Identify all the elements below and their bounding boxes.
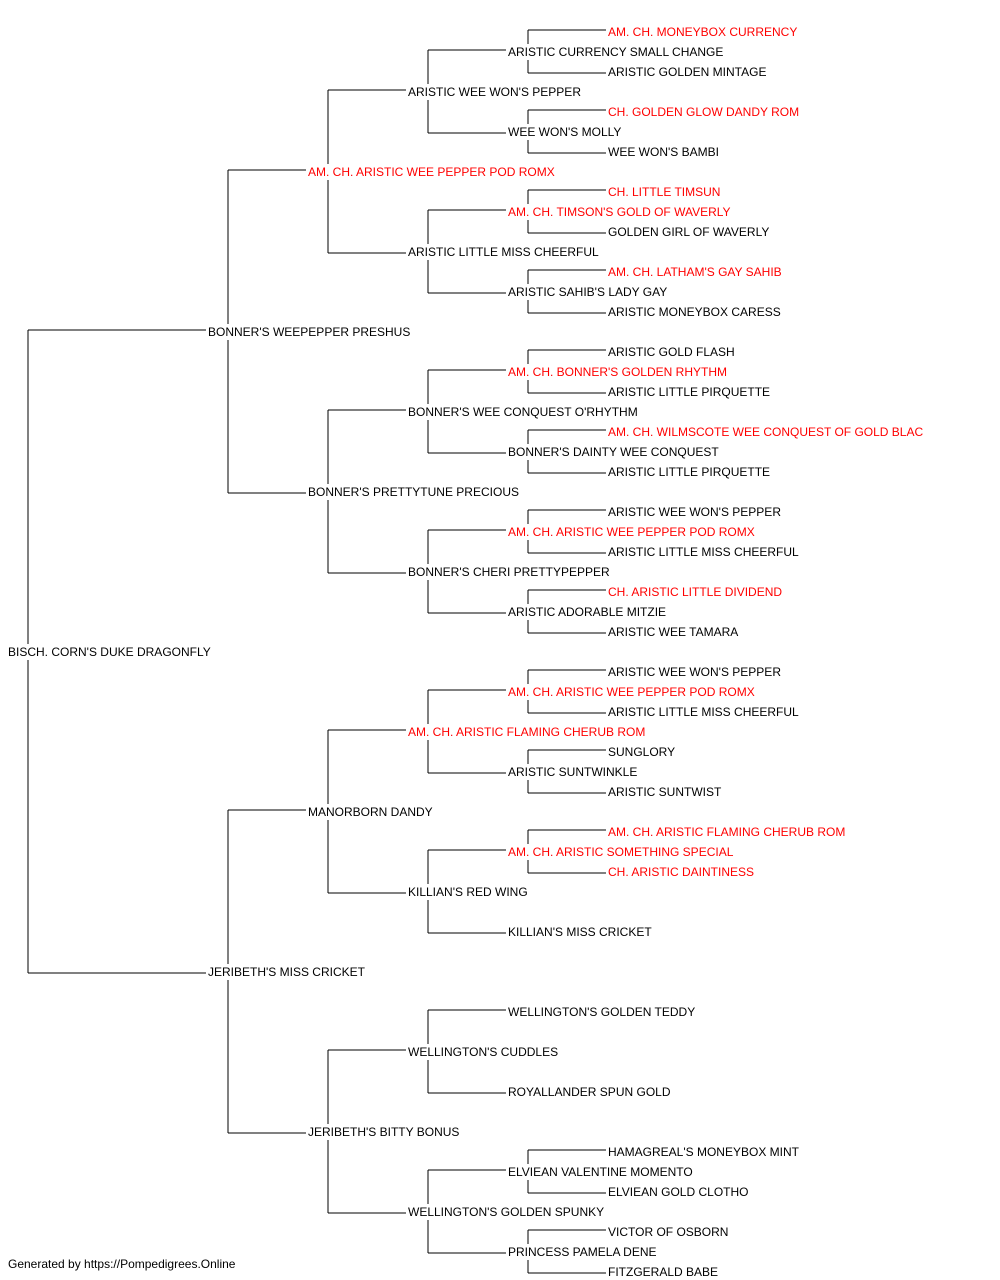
sire-name: CH. LITTLE TIMSUN [608, 185, 720, 199]
sire-name: BONNER'S WEE CONQUEST O'RHYTHM [408, 405, 638, 419]
dam-name: FITZGERALD BABE [608, 1265, 718, 1279]
dam-name: CH. ARISTIC DAINTINESS [608, 865, 754, 879]
dam-name: KILLIAN'S RED WING [408, 885, 528, 899]
dam-name: ARISTIC WEE TAMARA [608, 625, 738, 639]
dam-name: ARISTIC LITTLE MISS CHEERFUL [408, 245, 599, 259]
sire-name: BONNER'S WEEPEPPER PRESHUS [208, 325, 410, 339]
dam-name: BONNER'S CHERI PRETTYPEPPER [408, 565, 610, 579]
sire-name: ARISTIC CURRENCY SMALL CHANGE [508, 45, 723, 59]
sire-name: WELLINGTON'S GOLDEN TEDDY [508, 1005, 695, 1019]
dam-name: ARISTIC LITTLE MISS CHEERFUL [608, 705, 799, 719]
dam-name: JERIBETH'S BITTY BONUS [308, 1125, 459, 1139]
sire-name: AM. CH. ARISTIC WEE PEPPER POD ROMX [508, 685, 755, 699]
sire-name: AM. CH. TIMSON'S GOLD OF WAVERLY [508, 205, 731, 219]
dam-name: PRINCESS PAMELA DENE [508, 1245, 657, 1259]
sire-name: AM. CH. BONNER'S GOLDEN RHYTHM [508, 365, 727, 379]
sire-name: AM. CH. WILMSCOTE WEE CONQUEST OF GOLD B… [608, 425, 923, 439]
dam-name: ELVIEAN GOLD CLOTHO [608, 1185, 748, 1199]
sire-name: AM. CH. ARISTIC WEE PEPPER POD ROMX [308, 165, 555, 179]
dam-name: JERIBETH'S MISS CRICKET [208, 965, 366, 979]
sire-name: AM. CH. LATHAM'S GAY SAHIB [608, 265, 782, 279]
dam-name: ARISTIC ADORABLE MITZIE [508, 605, 666, 619]
footer-credit: Generated by https://Pompedigrees.Online [8, 1257, 236, 1271]
dam-name: ARISTIC LITTLE PIRQUETTE [608, 465, 770, 479]
dam-name: ARISTIC SUNTWIST [608, 785, 722, 799]
dam-name: ARISTIC LITTLE PIRQUETTE [608, 385, 770, 399]
sire-name: AM. CH. ARISTIC WEE PEPPER POD ROMX [508, 525, 755, 539]
dam-name: ARISTIC LITTLE MISS CHEERFUL [608, 545, 799, 559]
dam-name: ROYALLANDER SPUN GOLD [508, 1085, 671, 1099]
sire-name: ARISTIC WEE WON'S PEPPER [408, 85, 581, 99]
sire-name: ARISTIC GOLD FLASH [608, 345, 735, 359]
dam-name: WEE WON'S BAMBI [608, 145, 719, 159]
sire-name: AM. CH. ARISTIC SOMETHING SPECIAL [508, 845, 734, 859]
sire-name: ELVIEAN VALENTINE MOMENTO [508, 1165, 693, 1179]
sire-name: WELLINGTON'S CUDDLES [408, 1045, 558, 1059]
dam-name: ARISTIC SUNTWINKLE [508, 765, 637, 779]
subject-name: BISCH. CORN'S DUKE DRAGONFLY [8, 645, 211, 659]
sire-name: CH. GOLDEN GLOW DANDY ROM [608, 105, 799, 119]
sire-name: ARISTIC WEE WON'S PEPPER [608, 665, 781, 679]
dam-name: GOLDEN GIRL OF WAVERLY [608, 225, 769, 239]
sire-name: ARISTIC WEE WON'S PEPPER [608, 505, 781, 519]
dam-name: ARISTIC GOLDEN MINTAGE [608, 65, 766, 79]
sire-name: SUNGLORY [608, 745, 675, 759]
dam-name: WEE WON'S MOLLY [508, 125, 621, 139]
dam-name: BONNER'S DAINTY WEE CONQUEST [508, 445, 719, 459]
dam-name: BONNER'S PRETTYTUNE PRECIOUS [308, 485, 519, 499]
dam-name: ARISTIC MONEYBOX CARESS [608, 305, 781, 319]
sire-name: AM. CH. MONEYBOX CURRENCY [608, 25, 797, 39]
sire-name: MANORBORN DANDY [308, 805, 433, 819]
sire-name: AM. CH. ARISTIC FLAMING CHERUB ROM [408, 725, 645, 739]
sire-name: VICTOR OF OSBORN [608, 1225, 728, 1239]
dam-name: WELLINGTON'S GOLDEN SPUNKY [408, 1205, 604, 1219]
dam-name: ARISTIC SAHIB'S LADY GAY [508, 285, 667, 299]
sire-name: CH. ARISTIC LITTLE DIVIDEND [608, 585, 782, 599]
sire-name: AM. CH. ARISTIC FLAMING CHERUB ROM [608, 825, 845, 839]
dam-name: KILLIAN'S MISS CRICKET [508, 925, 652, 939]
sire-name: HAMAGREAL'S MONEYBOX MINT [608, 1145, 800, 1159]
